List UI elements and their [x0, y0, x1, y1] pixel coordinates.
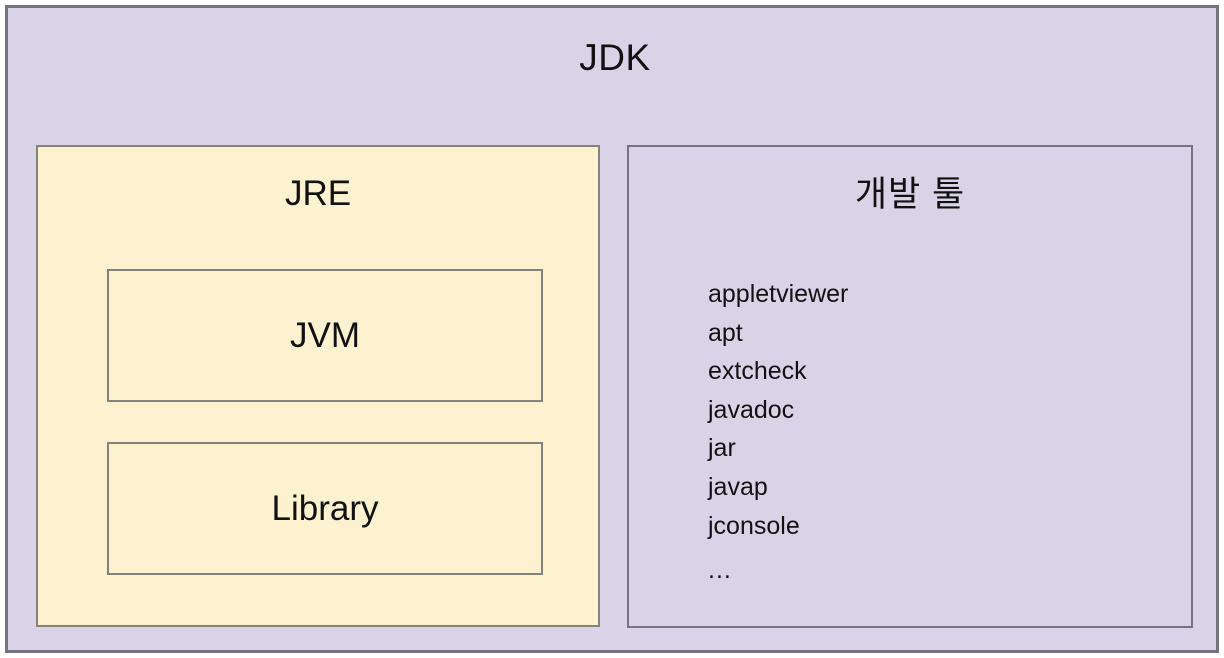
library-label: Library: [271, 488, 379, 528]
list-item: appletviewer: [708, 280, 849, 308]
list-item: javap: [708, 472, 768, 501]
dev-tools-more-indicator: ...: [708, 556, 732, 585]
jdk-container: JDK JRE JVM Library 개발 툴 appletviewer ap…: [5, 5, 1219, 653]
list-item: apt: [708, 318, 743, 347]
dev-tools-list: appletviewer apt extcheck javadoc jar ja…: [708, 275, 848, 590]
jre-title: JRE: [284, 174, 352, 213]
dev-tools-title: 개발 툴: [854, 175, 966, 214]
list-item: javadoc: [708, 395, 795, 424]
jdk-title: JDK: [579, 37, 651, 78]
list-item: jconsole: [708, 511, 800, 540]
jvm-box: JVM: [107, 269, 543, 402]
list-item: extcheck: [708, 357, 807, 386]
list-item: jar: [708, 434, 736, 463]
dev-tools-container: 개발 툴 appletviewer apt extcheck javadoc j…: [627, 145, 1193, 628]
jre-container: JRE JVM Library: [36, 145, 600, 627]
library-box: Library: [107, 442, 543, 575]
jvm-label: JVM: [290, 315, 360, 355]
